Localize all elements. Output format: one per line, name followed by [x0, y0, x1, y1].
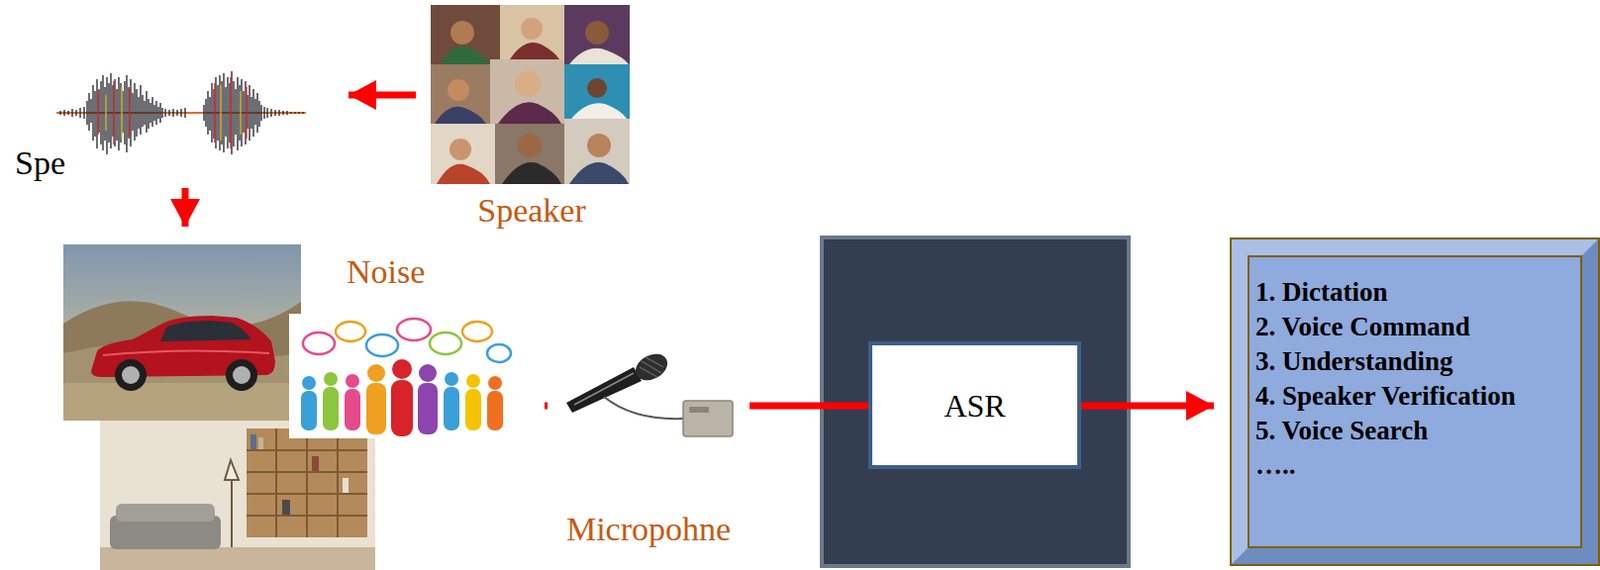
flow-arrow: [1081, 402, 1214, 410]
part-label: Speaker: [415, 191, 648, 231]
label-holder: Noise: [346, 252, 545, 293]
waveform-accent: [105, 85, 241, 141]
lamp: [224, 460, 239, 548]
sky: [63, 244, 301, 421]
speaker-group: Speaker: [415, 2, 648, 241]
label-holder: ASR: [943, 386, 1005, 426]
handheld-microphone: [566, 351, 673, 413]
signal-line: [749, 402, 869, 410]
waveform-trace: [60, 71, 303, 155]
list-item: 1. Dictation: [1255, 275, 1543, 310]
list-item: …..: [1255, 448, 1543, 484]
receiver-box: [603, 397, 733, 437]
list-item: 2. Voice Command: [1255, 309, 1543, 345]
speech-waveform: [56, 71, 306, 155]
noise-group: Noise: [59, 242, 545, 570]
part-label: Micropohne: [547, 509, 750, 550]
ground: [63, 383, 301, 421]
red-car: [91, 315, 276, 392]
housing-panel: [821, 237, 1129, 567]
asr-box: ASR: [868, 341, 1082, 470]
label-holder: Speaker: [415, 191, 648, 231]
living-room-photo: [100, 420, 376, 570]
flow-arrow: [348, 92, 416, 100]
label-holder: Micropohne: [547, 509, 750, 550]
microphone-picture: [564, 351, 738, 454]
label-holder: Spe: [14, 143, 333, 184]
bookshelf: [246, 428, 368, 538]
people-figures: [300, 359, 503, 437]
list-item: 5. Voice Search: [1255, 413, 1543, 449]
photo-tiles: [430, 4, 630, 185]
part-label: Noise: [346, 252, 545, 293]
item-list: 1. Dictation2. Voice Command3. Understan…: [1255, 275, 1543, 484]
crowd-talking-picture: [289, 313, 517, 439]
signal-line: [544, 402, 548, 410]
microphone: Micropohne: [547, 346, 750, 555]
list-item: 4. Speaker Verification: [1255, 379, 1543, 414]
speech-signal: Spe: [11, 64, 333, 189]
list-item: 3. Understanding: [1255, 344, 1543, 380]
box-title: ASR: [943, 386, 1005, 426]
speaker-photo-collage: [430, 4, 630, 185]
car-photo: [63, 244, 301, 421]
application-list-box: 1. Dictation2. Voice Command3. Understan…: [1229, 237, 1600, 567]
flow-arrow: [182, 188, 190, 227]
people-in-photos: [434, 17, 629, 185]
speech-bubbles: [302, 318, 511, 363]
hill: [63, 300, 301, 421]
waveform-accent: [98, 77, 247, 149]
part-label: Spe: [14, 143, 333, 184]
sofa: [109, 503, 221, 550]
